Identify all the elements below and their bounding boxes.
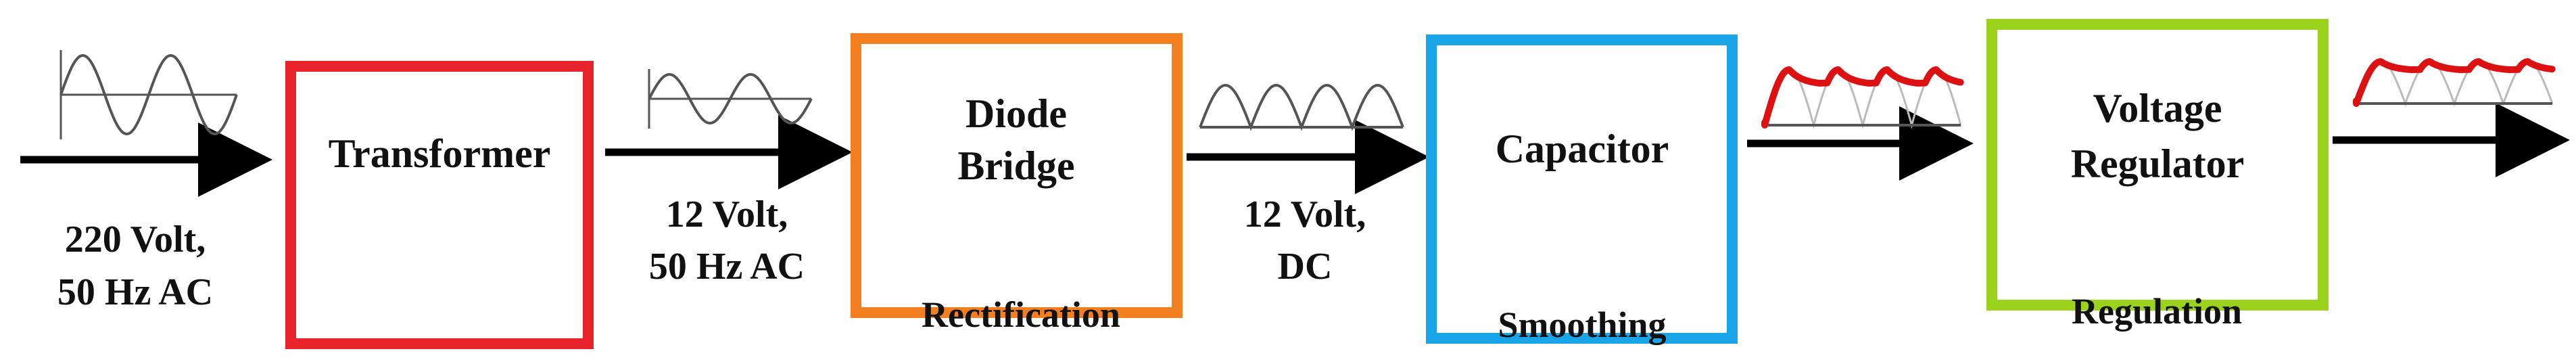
voltage-regulator-label-line2: Regulator: [2071, 141, 2245, 186]
voltage-regulator-block: [1986, 19, 2329, 311]
diode-bridge-block: [851, 33, 1183, 318]
diode-bridge-label-line1: Diode: [965, 91, 1067, 136]
stage-smoothing: Smoothing: [1498, 304, 1666, 345]
rectified-voltage-line1: 12 Volt,: [1244, 194, 1366, 235]
wave-ripple: [1761, 66, 1964, 129]
input-voltage-line1: 220 Volt,: [65, 219, 206, 260]
wave-curve: [1199, 83, 1404, 131]
transformer-block: [285, 61, 594, 349]
wave-curve: [648, 72, 813, 125]
diode-bridge-label-line2: Bridge: [957, 143, 1074, 188]
capacitor-label: Capacitor: [1496, 127, 1669, 171]
wave-curve: [59, 53, 238, 136]
connection-arrows: [20, 103, 2570, 197]
input-voltage-line2: 50 Hz AC: [57, 271, 213, 313]
voltage-regulator-label-line1: Voltage: [2093, 86, 2222, 131]
stage-rectification: Rectification: [922, 294, 1120, 335]
rectified-voltage-line2: DC: [1278, 246, 1333, 288]
stepdown-voltage-line1: 12 Volt,: [666, 194, 788, 235]
sine-wave-icon: [59, 50, 238, 139]
rectified-wave-icon: [1199, 83, 1404, 131]
wave-ripple: [2353, 58, 2556, 107]
stepdown-voltage-line2: 50 Hz AC: [649, 246, 805, 288]
stage-regulation: Regulation: [2072, 291, 2242, 332]
ripple-wave-icon: [1761, 66, 1964, 129]
capacitor-block: [1426, 35, 1738, 344]
sine-wave-small-icon: [648, 69, 813, 129]
transformer-label: Transformer: [329, 131, 551, 176]
regulated-wave-icon: [2353, 58, 2556, 107]
